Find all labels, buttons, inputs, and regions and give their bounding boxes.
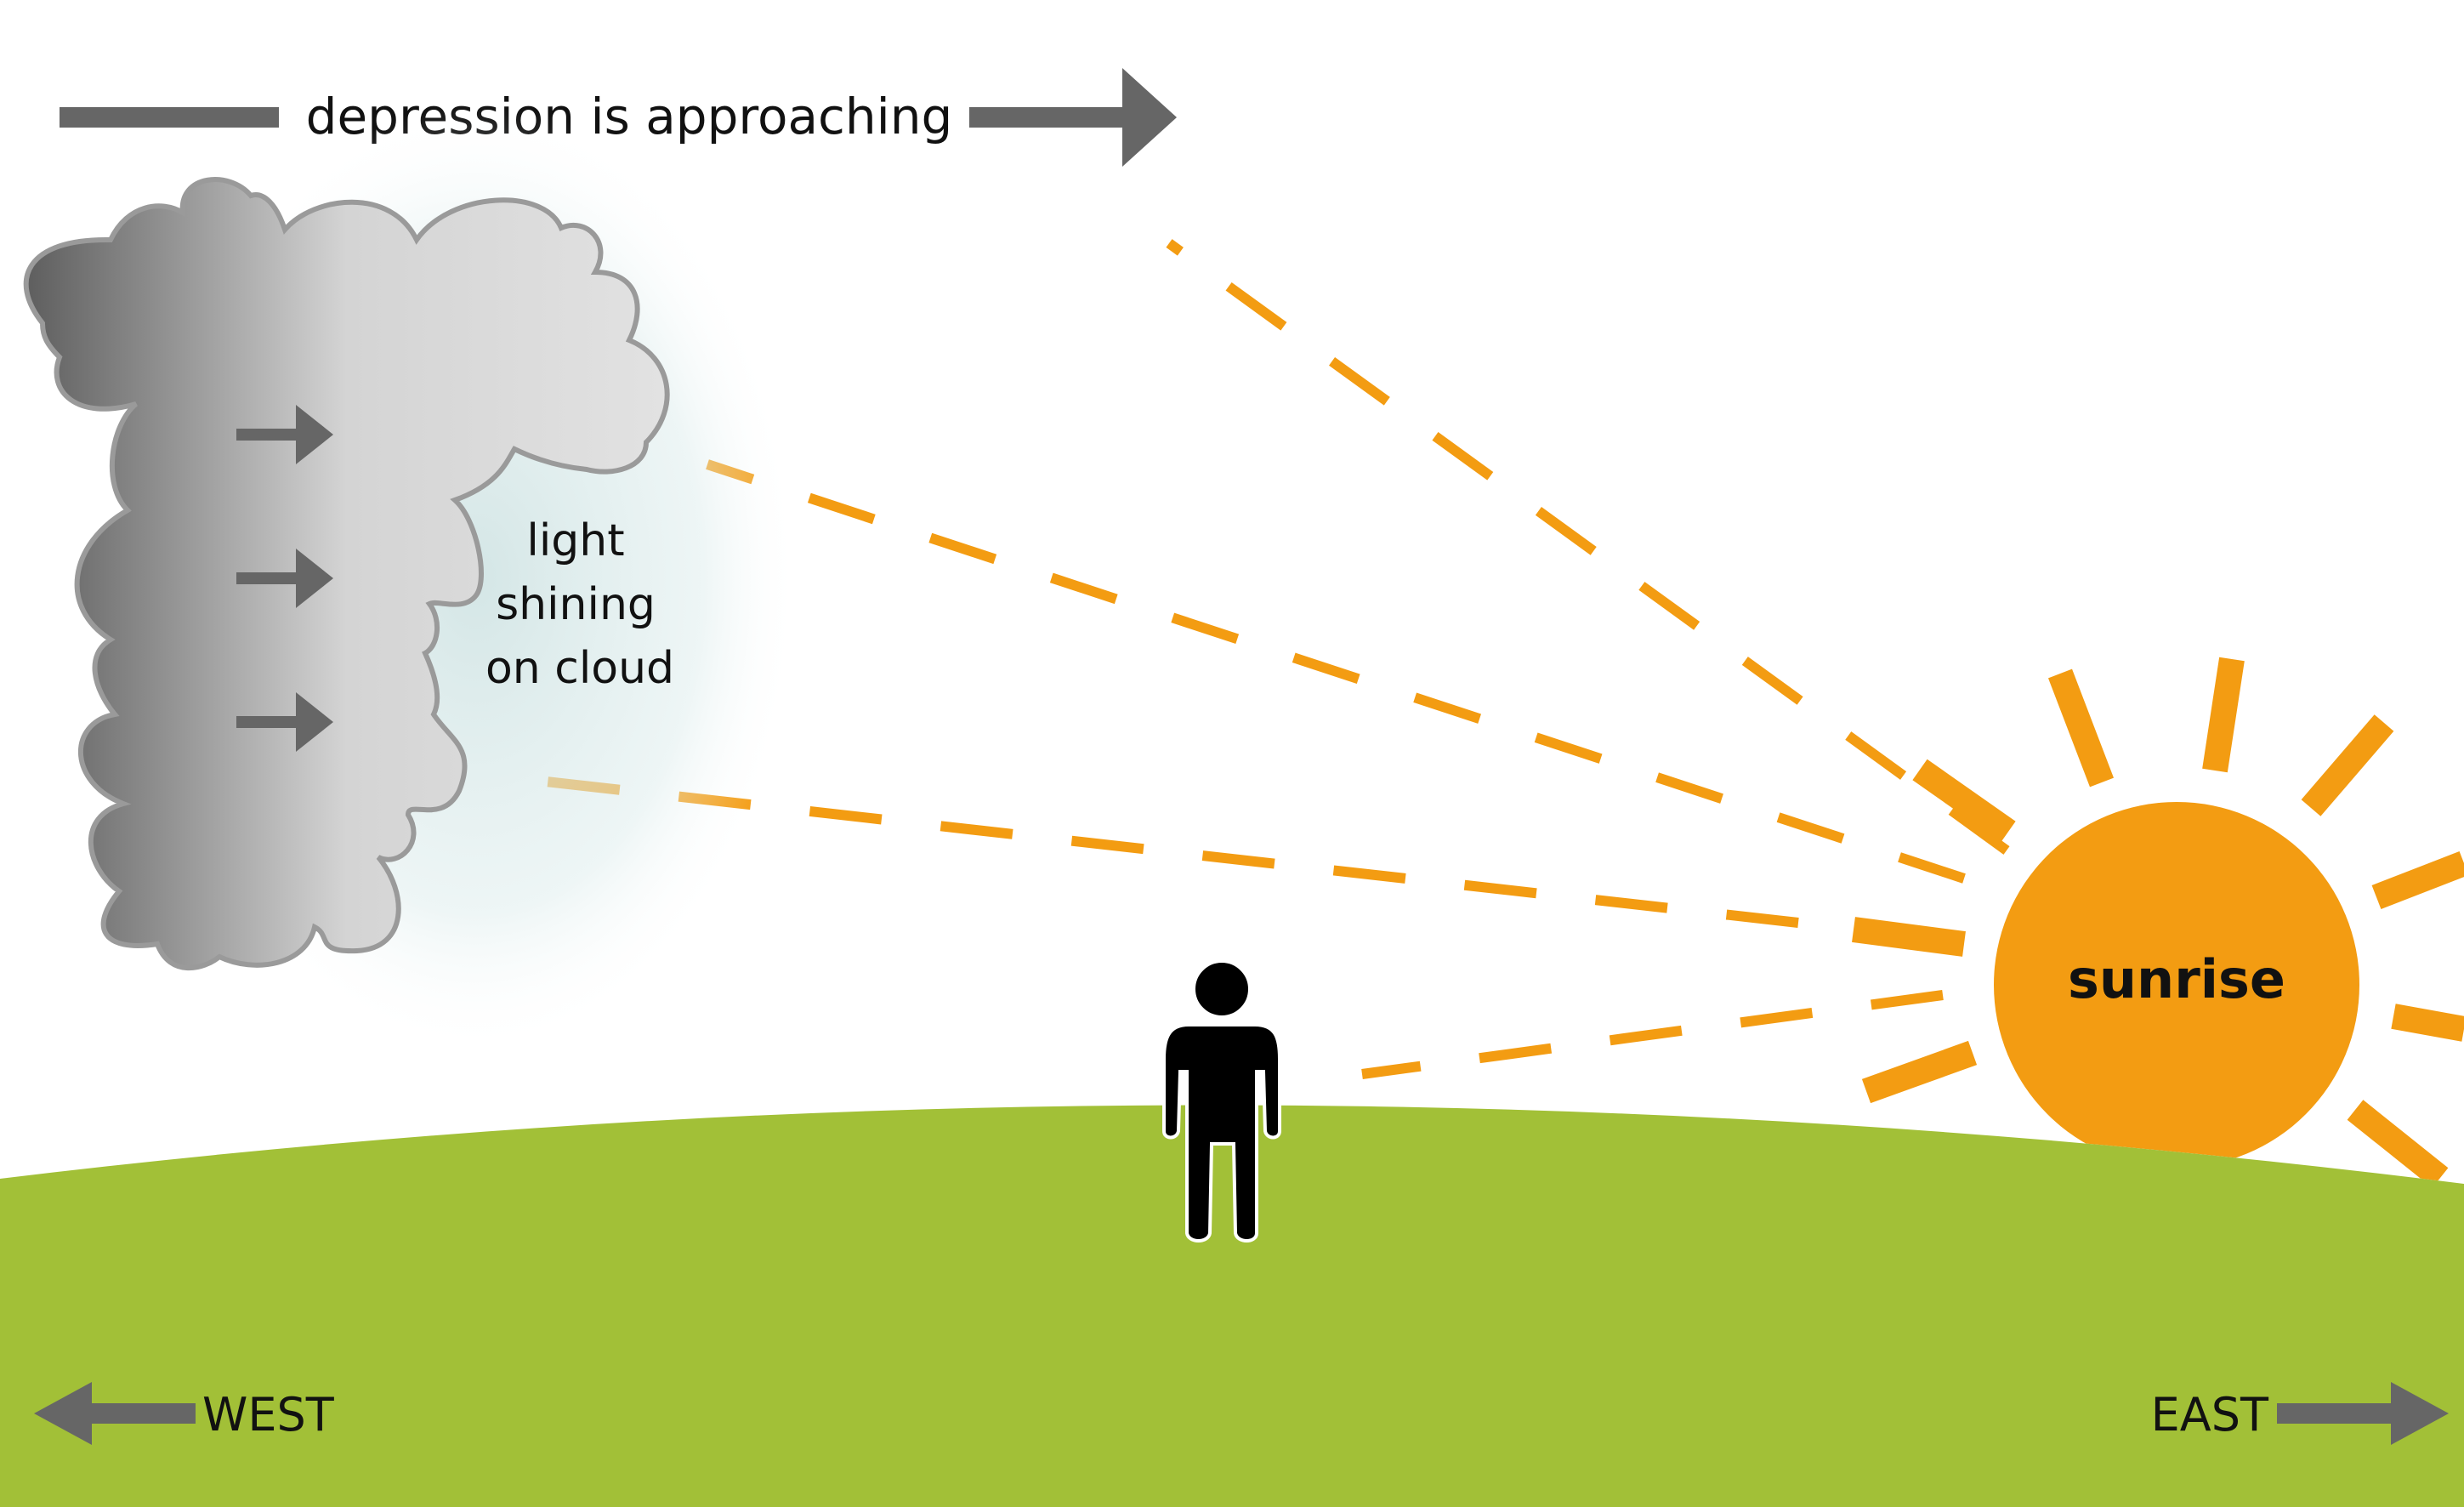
storm-cloud-icon bbox=[23, 102, 799, 1055]
cloud-arrow-shaft bbox=[236, 429, 300, 441]
cloud-arrow-shaft bbox=[236, 572, 300, 584]
sun-ray bbox=[1912, 759, 2016, 843]
sun-ray bbox=[2347, 1100, 2449, 1184]
cloud-label-line1: light bbox=[526, 515, 624, 566]
depression-arrow-shaft bbox=[969, 107, 1124, 128]
sun-ray bbox=[2301, 714, 2394, 816]
sun-ray bbox=[2391, 1004, 2464, 1042]
cloud-label-line3: on cloud bbox=[485, 643, 674, 694]
sun-ray bbox=[2371, 851, 2464, 909]
west-label: WEST bbox=[202, 1388, 335, 1442]
west-indicator: WEST bbox=[34, 1382, 335, 1445]
sun-ray bbox=[1852, 917, 1966, 957]
person-silhouette-icon bbox=[1162, 959, 1281, 1243]
cloud-label-line2: shining bbox=[496, 579, 656, 630]
light-ray-cloud-upper bbox=[706, 459, 1966, 884]
arrow-right-icon bbox=[296, 549, 333, 608]
east-arrow-shaft bbox=[2277, 1403, 2396, 1424]
sun-icon bbox=[1852, 657, 2464, 1184]
person-head bbox=[1192, 959, 1252, 1019]
east-indicator: EAST bbox=[2151, 1382, 2449, 1445]
arrow-right-icon bbox=[296, 692, 333, 752]
cloud-motion-arrows bbox=[236, 405, 333, 752]
cloud-arrow-shaft bbox=[236, 716, 300, 728]
sun-disc bbox=[1994, 802, 2359, 1168]
east-label: EAST bbox=[2151, 1388, 2269, 1442]
arrow-right-icon bbox=[1122, 68, 1177, 167]
arrow-right-icon bbox=[296, 405, 333, 464]
sunrise-label: sunrise bbox=[2068, 948, 2285, 1010]
cloud-body bbox=[23, 177, 670, 971]
ground bbox=[0, 1105, 2464, 1507]
sun-ray bbox=[1861, 1040, 1978, 1104]
person-body bbox=[1162, 1023, 1281, 1243]
light-ray-top bbox=[1166, 239, 2010, 855]
west-arrow-shaft bbox=[88, 1403, 196, 1424]
arrow-right-icon bbox=[2391, 1382, 2449, 1445]
sun-ray bbox=[2047, 668, 2115, 788]
arrow-left-icon bbox=[34, 1382, 92, 1445]
cloud-label: light shining on cloud bbox=[485, 515, 674, 694]
depression-arrow-tail bbox=[60, 107, 279, 128]
sun-ray bbox=[2202, 657, 2245, 773]
light-ray-horizon bbox=[1361, 990, 1944, 1079]
